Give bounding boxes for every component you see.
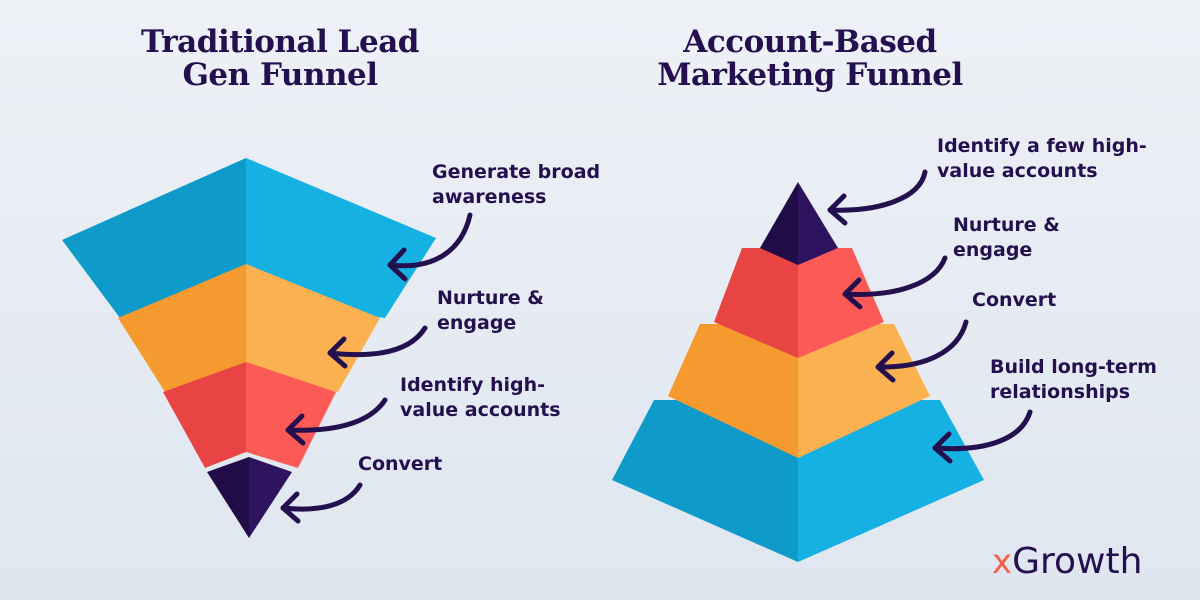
arrow-generate-awareness-line (387, 212, 473, 269)
left-stage-nurture-face-left (118, 264, 246, 392)
arrow-right-convert-head (875, 350, 896, 383)
right-stage-build-face-left (612, 400, 798, 562)
left-stage-awareness-face-left (62, 158, 246, 318)
arrow-left-nurture-head (327, 336, 348, 369)
left-stage-nurture-face-right (246, 264, 380, 392)
arrow-right-convert-line (875, 319, 969, 370)
right-stage-nurture (714, 248, 884, 358)
right-stage-identify (760, 182, 838, 265)
left-stage-convert-face-right (249, 457, 292, 538)
label-left-identify: Identify high- value accounts (400, 374, 561, 421)
arrow-right-build-head (932, 431, 953, 464)
right-stage-convert-face-left (668, 324, 798, 458)
right-stage-convert-face-right (798, 324, 930, 458)
xgrowth-logo: xGrowth (992, 540, 1142, 584)
left-stage-awareness (62, 158, 436, 318)
arrow-left-identify-line (285, 397, 388, 433)
arrow-right-identify-head (827, 193, 848, 226)
arrow-generate-awareness-head (387, 247, 408, 282)
right-stage-identify-face-right (798, 182, 838, 265)
left-stage-awareness-face-right (246, 158, 436, 318)
label-generate-awareness: Generate broad awareness (432, 161, 601, 208)
label-right-identify: Identify a few high- value accounts (937, 135, 1147, 182)
arrow-right-build (932, 409, 1033, 464)
label-right-convert: Convert (972, 289, 1057, 311)
left-stage-convert (207, 457, 292, 538)
arrow-left-nurture-line (327, 325, 428, 358)
abm-funnel (612, 182, 984, 562)
callout-arrows (280, 169, 1033, 524)
arrow-right-identify-line (827, 169, 928, 213)
right-stage-nurture-face-right (798, 248, 884, 358)
label-left-nurture: Nurture & engage (437, 287, 544, 334)
traditional-funnel-title: Traditional Lead Gen Funnel (141, 24, 419, 93)
left-stage-identify (163, 362, 336, 468)
left-stage-identify-face-right (246, 362, 336, 468)
arrow-left-identify-head (285, 413, 306, 446)
arrow-generate-awareness (387, 212, 473, 282)
arrow-right-convert (875, 319, 969, 383)
arrow-left-convert-line (280, 482, 363, 512)
traditional-funnel (62, 158, 436, 538)
arrow-right-build-line (932, 409, 1033, 452)
left-stage-nurture (118, 264, 380, 392)
arrow-left-nurture (327, 325, 428, 369)
arrow-right-identify (827, 169, 928, 226)
right-stage-convert (668, 324, 930, 458)
label-right-nurture: Nurture & engage (953, 214, 1060, 261)
logo-x-mark: x (992, 542, 1013, 582)
arrow-left-identify (285, 397, 388, 446)
left-stage-identify-face-left (163, 362, 246, 468)
logo-text: Growth (1012, 541, 1143, 582)
left-stage-convert-face-left (207, 457, 249, 538)
abm-funnel-title: Account-Based Marketing Funnel (657, 24, 963, 93)
arrow-left-convert-head (280, 491, 301, 524)
arrow-right-nurture-line (842, 255, 948, 297)
right-stage-build-face-right (798, 400, 984, 562)
label-left-convert: Convert (358, 453, 443, 475)
arrow-right-nurture-head (842, 277, 863, 310)
arrow-left-convert (280, 482, 363, 524)
right-stage-nurture-face-left (714, 248, 798, 358)
right-stage-identify-face-left (760, 182, 798, 265)
arrow-right-nurture (842, 255, 948, 310)
label-right-build: Build long-term relationships (990, 356, 1157, 403)
right-stage-build (612, 400, 984, 562)
